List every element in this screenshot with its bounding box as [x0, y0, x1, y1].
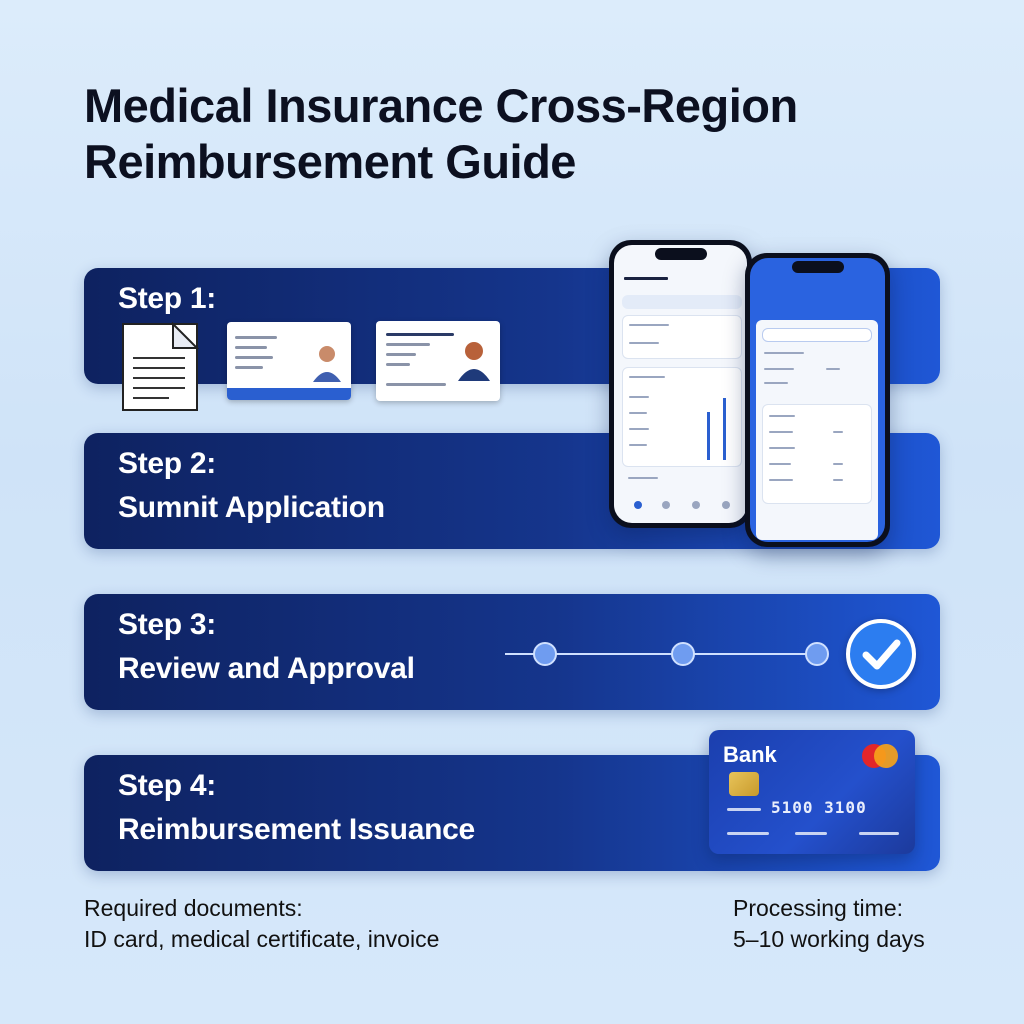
step-2-label: Step 2: [118, 447, 216, 480]
card-number: 5100 3100 [771, 798, 867, 817]
phone-app-icon [745, 253, 890, 547]
progress-track [505, 653, 827, 655]
document-icon [122, 322, 199, 411]
step-3-text: Review and Approval [118, 652, 415, 685]
required-documents-value: ID card, medical certificate, invoice [84, 926, 440, 953]
page-title: Medical Insurance Cross-Region Reimburse… [84, 78, 964, 191]
bank-name: Bank [723, 742, 777, 767]
checkmark-icon [846, 619, 916, 689]
step-3-bar: Step 3: Review and Approval [84, 594, 940, 710]
step-1-label: Step 1: [118, 282, 216, 315]
required-documents-label: Required documents: [84, 895, 303, 921]
bank-card-icon: Bank 5100 3100 [709, 730, 915, 854]
step-2-text: Sumnit Application [118, 491, 385, 524]
processing-time: Processing time: 5–10 working days [733, 893, 925, 955]
step-3-label: Step 3: [118, 608, 216, 641]
phone-app-icon [609, 240, 752, 528]
progress-dot-2 [671, 642, 695, 666]
required-documents: Required documents: ID card, medical cer… [84, 893, 439, 955]
processing-time-value: 5–10 working days [733, 926, 925, 953]
chip-icon [729, 772, 759, 796]
processing-time-label: Processing time: [733, 895, 904, 921]
insurance-card [227, 322, 351, 400]
id-card-icon [376, 321, 500, 401]
progress-dot-1 [533, 642, 557, 666]
step-4-label: Step 4: [118, 769, 216, 802]
title-line-1: Medical Insurance Cross-Region [84, 79, 798, 132]
step-4-text: Reimbursement Issuance [118, 813, 475, 846]
avatar-icon [458, 342, 490, 381]
title-line-2: Reimbursement Guide [84, 135, 576, 189]
avatar-icon [313, 346, 341, 382]
progress-dot-3 [805, 642, 829, 666]
